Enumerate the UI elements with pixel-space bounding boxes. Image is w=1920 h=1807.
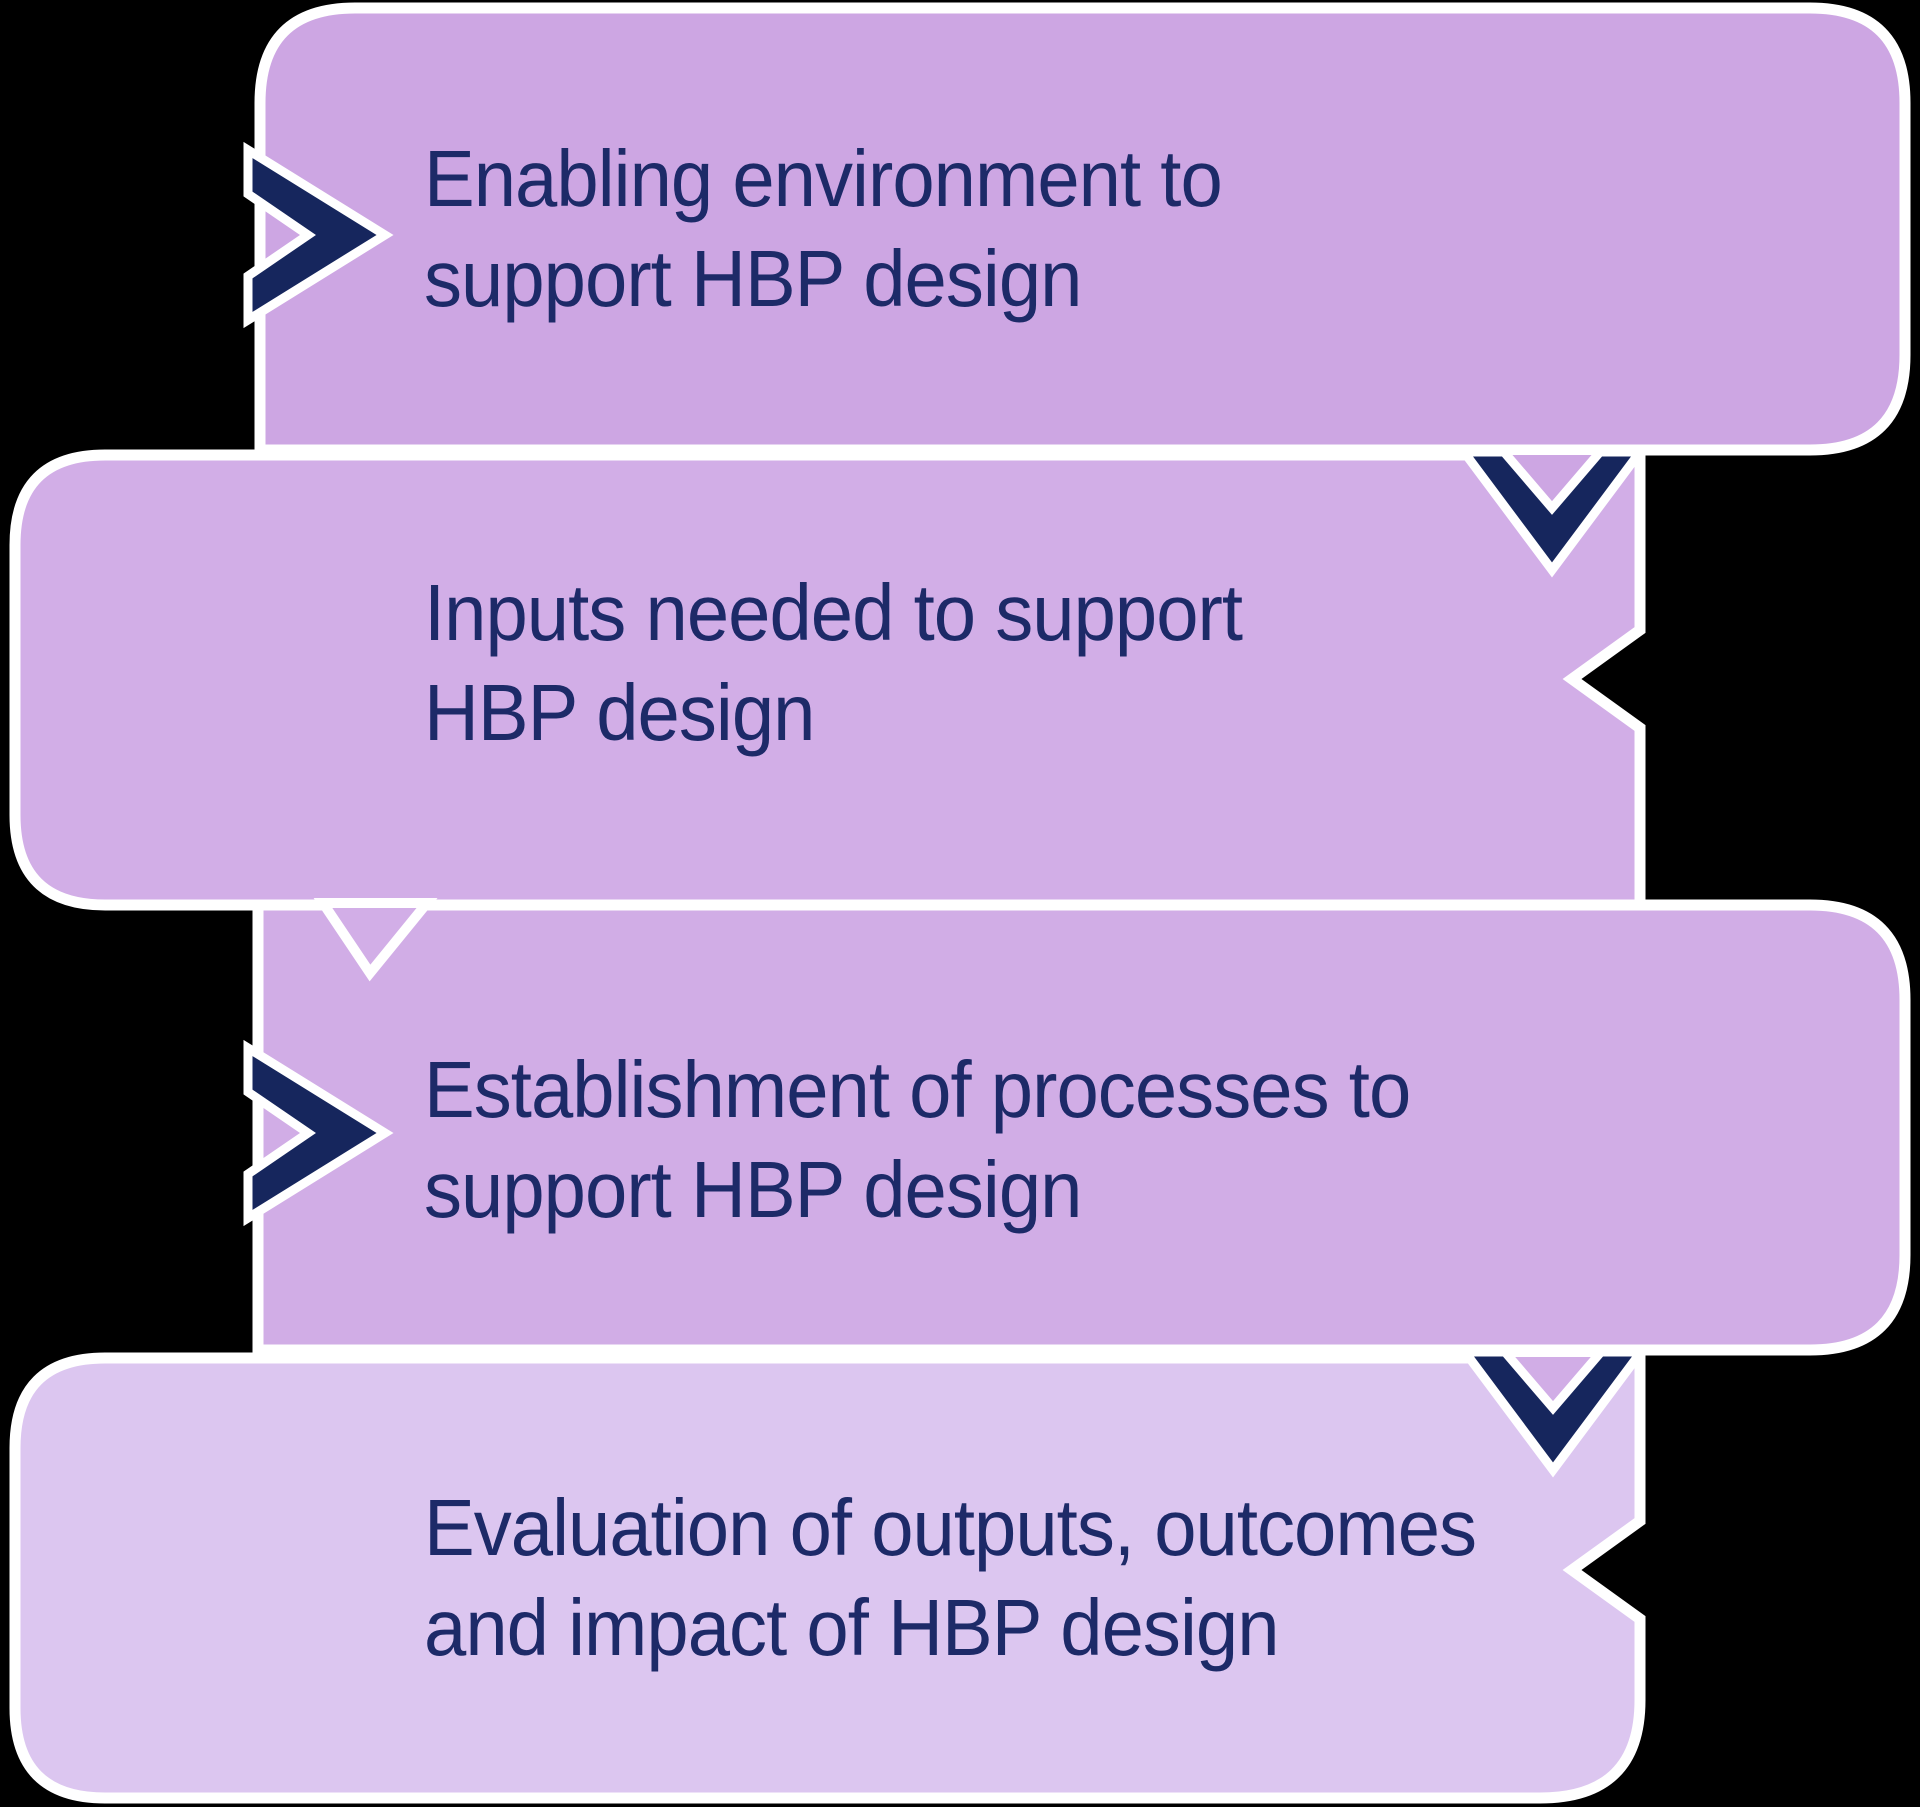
step-2-label-line1: Inputs needed to support — [424, 568, 1243, 657]
step-4-label: Evaluation of outputs, outcomes and impa… — [424, 1478, 1477, 1678]
down-chevron-icon — [1455, 447, 1649, 578]
right-chevron-icon — [243, 141, 394, 329]
step-1-label-line2: support HBP design — [424, 234, 1082, 323]
step-2-box — [9, 449, 1646, 911]
down-chevron-icon — [1456, 1347, 1650, 1478]
step-2-label-line2: HBP design — [424, 668, 815, 757]
step-1-box — [254, 2, 1911, 456]
step-4-box — [9, 1352, 1646, 1804]
step-2-label: Inputs needed to support HBP design — [424, 563, 1243, 763]
step-1-label: Enabling environment to support HBP desi… — [424, 129, 1223, 329]
step-3-label-line1: Establishment of processes to — [424, 1045, 1411, 1134]
step-4-label-line2: and impact of HBP design — [424, 1583, 1279, 1672]
right-chevron-icon — [243, 1039, 394, 1227]
connector-tail-2-3 — [313, 898, 438, 982]
step-3-box — [252, 899, 1911, 1356]
step-4-label-line1: Evaluation of outputs, outcomes — [424, 1483, 1477, 1572]
step-3-label: Establishment of processes to support HB… — [424, 1040, 1411, 1240]
step-3-label-line2: support HBP design — [424, 1145, 1082, 1234]
step-1-label-line1: Enabling environment to — [424, 134, 1223, 223]
